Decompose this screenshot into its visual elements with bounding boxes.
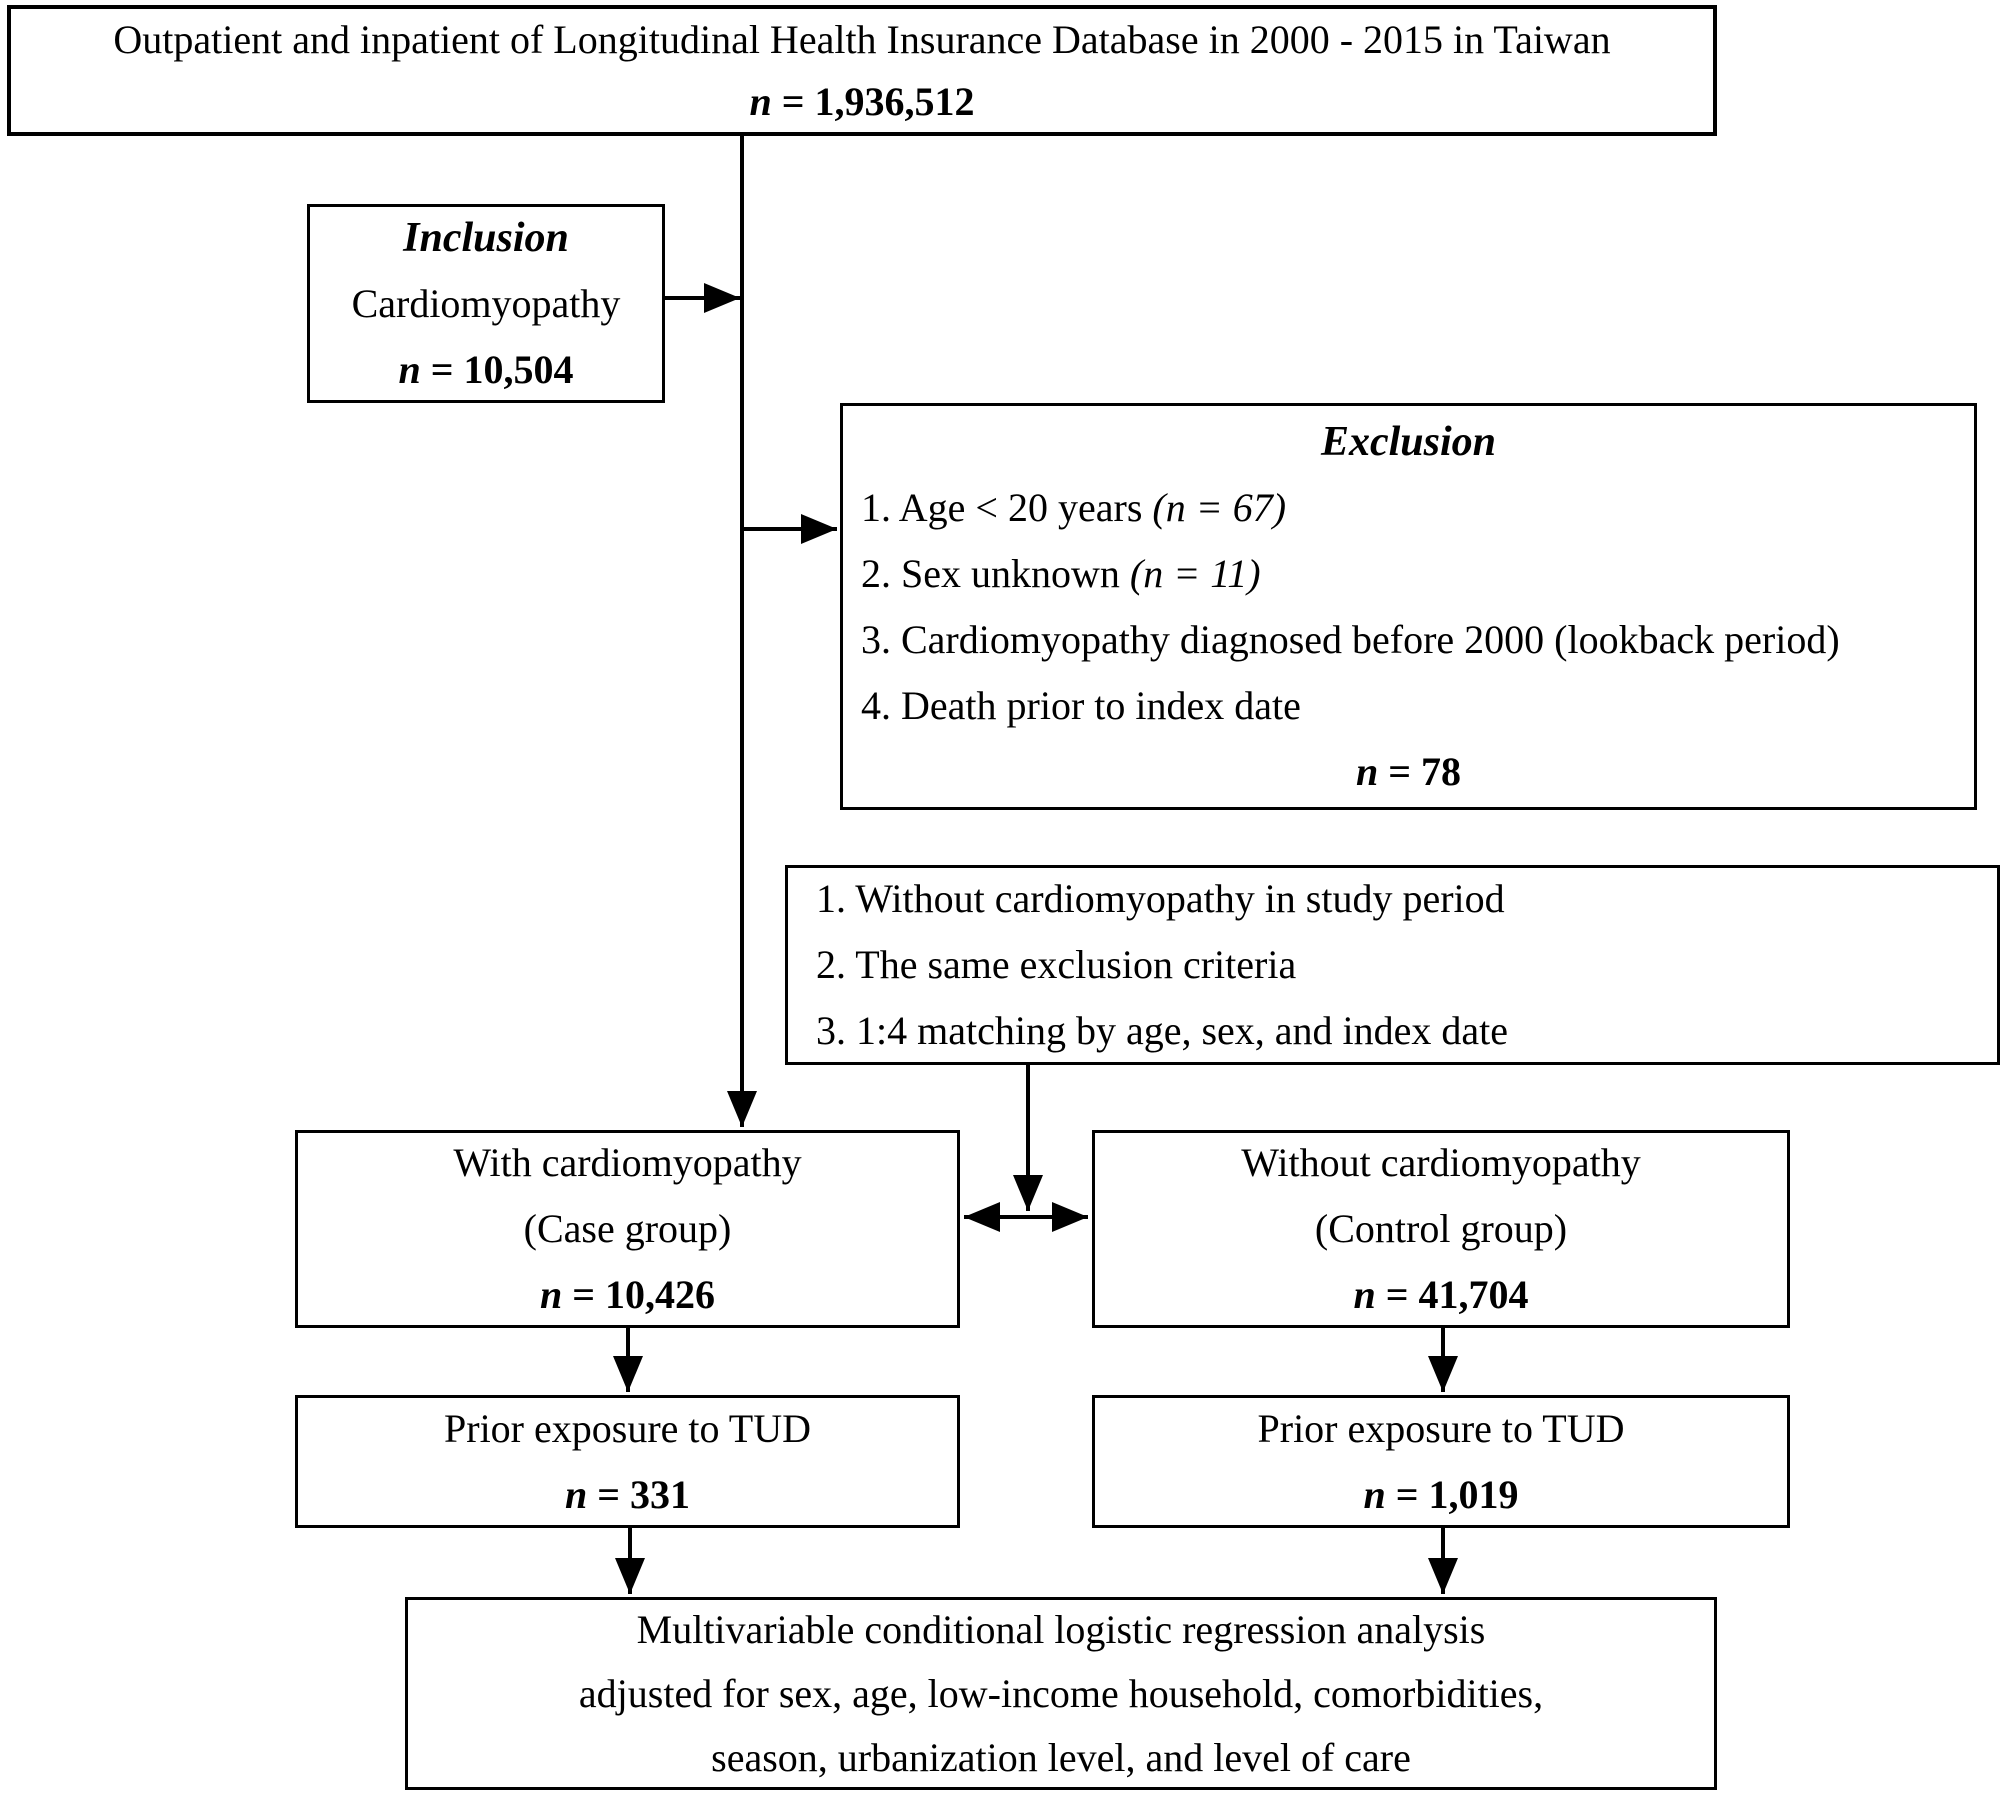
control-group-label: Without cardiomyopathy xyxy=(1241,1140,1641,1185)
control-tud-label: Prior exposure to TUD xyxy=(1257,1405,1625,1451)
case-group-label: With cardiomyopathy xyxy=(453,1140,802,1185)
matching-item: 3. 1:4 matching by age, sex, and index d… xyxy=(816,1008,1509,1053)
matching-item: 2. The same exclusion criteria xyxy=(816,942,1297,987)
inclusion-count: n = 10,504 xyxy=(398,346,574,392)
control-group-box: Without cardiomyopathy (Control group) n… xyxy=(1092,1130,1790,1328)
case-tud-box: Prior exposure to TUD n = 331 xyxy=(295,1395,960,1528)
exclusion-count: n = 78 xyxy=(1355,748,1462,794)
exclusion-item: 1. Age < 20 years (n = 67) xyxy=(861,484,1287,530)
control-tud-box: Prior exposure to TUD n = 1,019 xyxy=(1092,1395,1790,1528)
matching-item: 1. Without cardiomyopathy in study perio… xyxy=(816,876,1505,921)
inclusion-heading: Inclusion xyxy=(403,214,569,261)
control-group-sublabel: (Control group) xyxy=(1314,1206,1568,1251)
case-group-box: With cardiomyopathy (Case group) n = 10,… xyxy=(295,1130,960,1328)
case-group-count: n = 10,426 xyxy=(539,1272,716,1317)
control-tud-count: n = 1,019 xyxy=(1363,1471,1519,1517)
case-group-sublabel: (Case group) xyxy=(523,1206,732,1251)
exclusion-heading: Exclusion xyxy=(1320,418,1497,465)
inclusion-label: Cardiomyopathy xyxy=(351,280,621,326)
database-title: Outpatient and inpatient of Longitudinal… xyxy=(113,16,1611,62)
exclusion-item: 2. Sex unknown (n = 11) xyxy=(861,550,1261,596)
exclusion-item: 4. Death prior to index date xyxy=(861,682,1301,728)
analysis-box: Multivariable conditional logistic regre… xyxy=(405,1597,1717,1790)
analysis-line: adjusted for sex, age, low-income househ… xyxy=(578,1670,1544,1716)
case-tud-label: Prior exposure to TUD xyxy=(444,1405,811,1451)
database-box: Outpatient and inpatient of Longitudinal… xyxy=(7,5,1717,136)
case-tud-count: n = 331 xyxy=(564,1471,691,1517)
exclusion-item: 3. Cardiomyopathy diagnosed before 2000 … xyxy=(861,616,1840,662)
analysis-line: season, urbanization level, and level of… xyxy=(711,1734,1411,1780)
inclusion-box: Inclusion Cardiomyopathy n = 10,504 xyxy=(307,204,665,403)
control-group-count: n = 41,704 xyxy=(1353,1272,1529,1317)
analysis-line: Multivariable conditional logistic regre… xyxy=(636,1606,1486,1652)
database-count: n = 1,936,512 xyxy=(749,78,975,124)
exclusion-box: Exclusion 1. Age < 20 years (n = 67) 2. … xyxy=(840,403,1977,810)
matching-criteria-box: 1. Without cardiomyopathy in study perio… xyxy=(785,865,2000,1065)
